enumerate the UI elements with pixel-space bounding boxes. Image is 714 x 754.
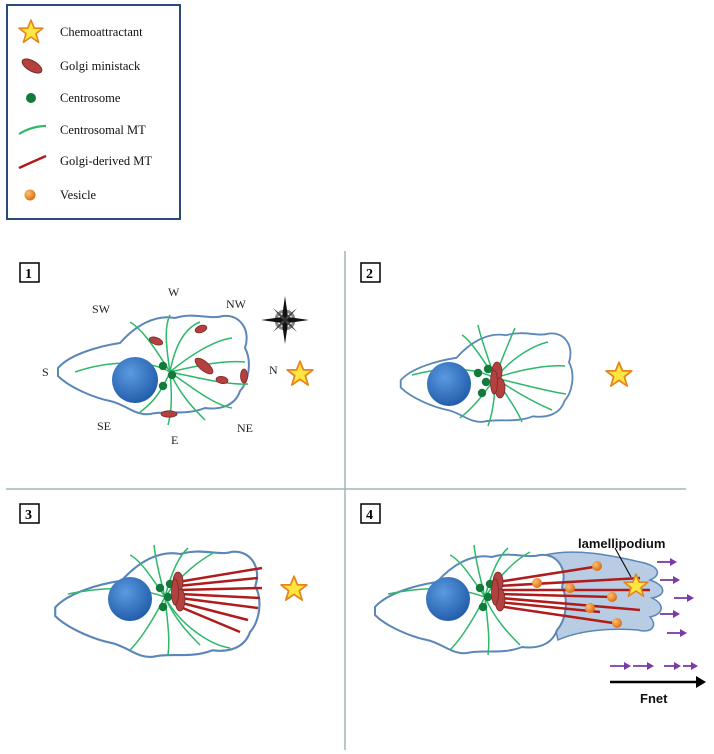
panel-3 (53, 544, 308, 659)
legend: Chemoattractant Golgi ministack Centroso… (6, 4, 181, 220)
centrosomes (158, 361, 177, 391)
panel-2 (399, 324, 633, 427)
compass-rose-icon (261, 296, 309, 344)
panel-2-label: 2 (360, 262, 381, 283)
svg-text:1: 1 (25, 267, 32, 282)
svg-text:4: 4 (366, 508, 373, 523)
legend-label-golgi-ministack: Golgi ministack (60, 59, 141, 73)
svg-text:2: 2 (366, 267, 373, 282)
nucleus (427, 362, 471, 406)
force-arrows (657, 558, 694, 637)
compass-label-e: E (171, 433, 178, 447)
chemoattractant-star-icon (286, 360, 314, 386)
centrosomal-mt-icon (18, 124, 47, 135)
centrosomes (473, 364, 493, 398)
legend-label-chemoattractant: Chemoattractant (60, 25, 143, 39)
lamellipodium-label: lamellipodium (578, 536, 665, 551)
cell-outline (373, 553, 568, 655)
panel-1-label: 1 (19, 262, 40, 283)
panel-4-label: 4 (360, 503, 381, 524)
chemoattractant-star-icon (605, 361, 633, 387)
golgi-ministacks (148, 324, 248, 418)
centrosomes (155, 579, 175, 612)
cell-outline (399, 332, 574, 424)
compass-label-nw: NW (226, 297, 247, 311)
golgi-ribbon (490, 361, 506, 399)
compass-label-se: SE (97, 419, 111, 433)
compass-label-n: N (269, 363, 278, 377)
compass-label-ne: NE (237, 421, 253, 435)
net-force-arrows (610, 662, 698, 670)
golgi-derived-microtubules (497, 564, 650, 626)
centrosomal-microtubules (67, 544, 231, 656)
golgi-ribbon (491, 571, 506, 612)
golgi-derived-microtubules (177, 566, 263, 634)
legend-label-centrosome: Centrosome (60, 91, 121, 105)
panel-4: lamellipodium Fnet (373, 536, 706, 706)
compass-label-s: S (42, 365, 49, 379)
nucleus (426, 577, 470, 621)
golgi-ministack-icon (21, 58, 43, 74)
fnet-arrow-icon (610, 676, 706, 688)
compass-label-sw: SW (92, 302, 111, 316)
nucleus (112, 357, 158, 403)
golgi-derived-mt-icon (18, 154, 47, 170)
centrosome-icon (26, 93, 36, 103)
vesicles (532, 561, 622, 628)
compass-label-w: W (168, 285, 180, 299)
legend-label-centrosomal-mt: Centrosomal MT (60, 123, 146, 137)
vesicle-icon (24, 189, 36, 201)
legend-label-golgi-derived-mt: Golgi-derived MT (60, 154, 152, 168)
chemoattractant-star-icon (280, 575, 308, 601)
legend-label-vesicle: Vesicle (60, 188, 97, 202)
panel-3-label: 3 (19, 503, 40, 524)
svg-text:3: 3 (25, 508, 32, 523)
golgi-ribbon (171, 571, 186, 612)
lamellipodium-pointer (614, 547, 632, 578)
panel-1: S SW W NW N NE E SE (42, 285, 314, 447)
fnet-label: Fnet (640, 691, 668, 706)
nucleus (108, 577, 152, 621)
